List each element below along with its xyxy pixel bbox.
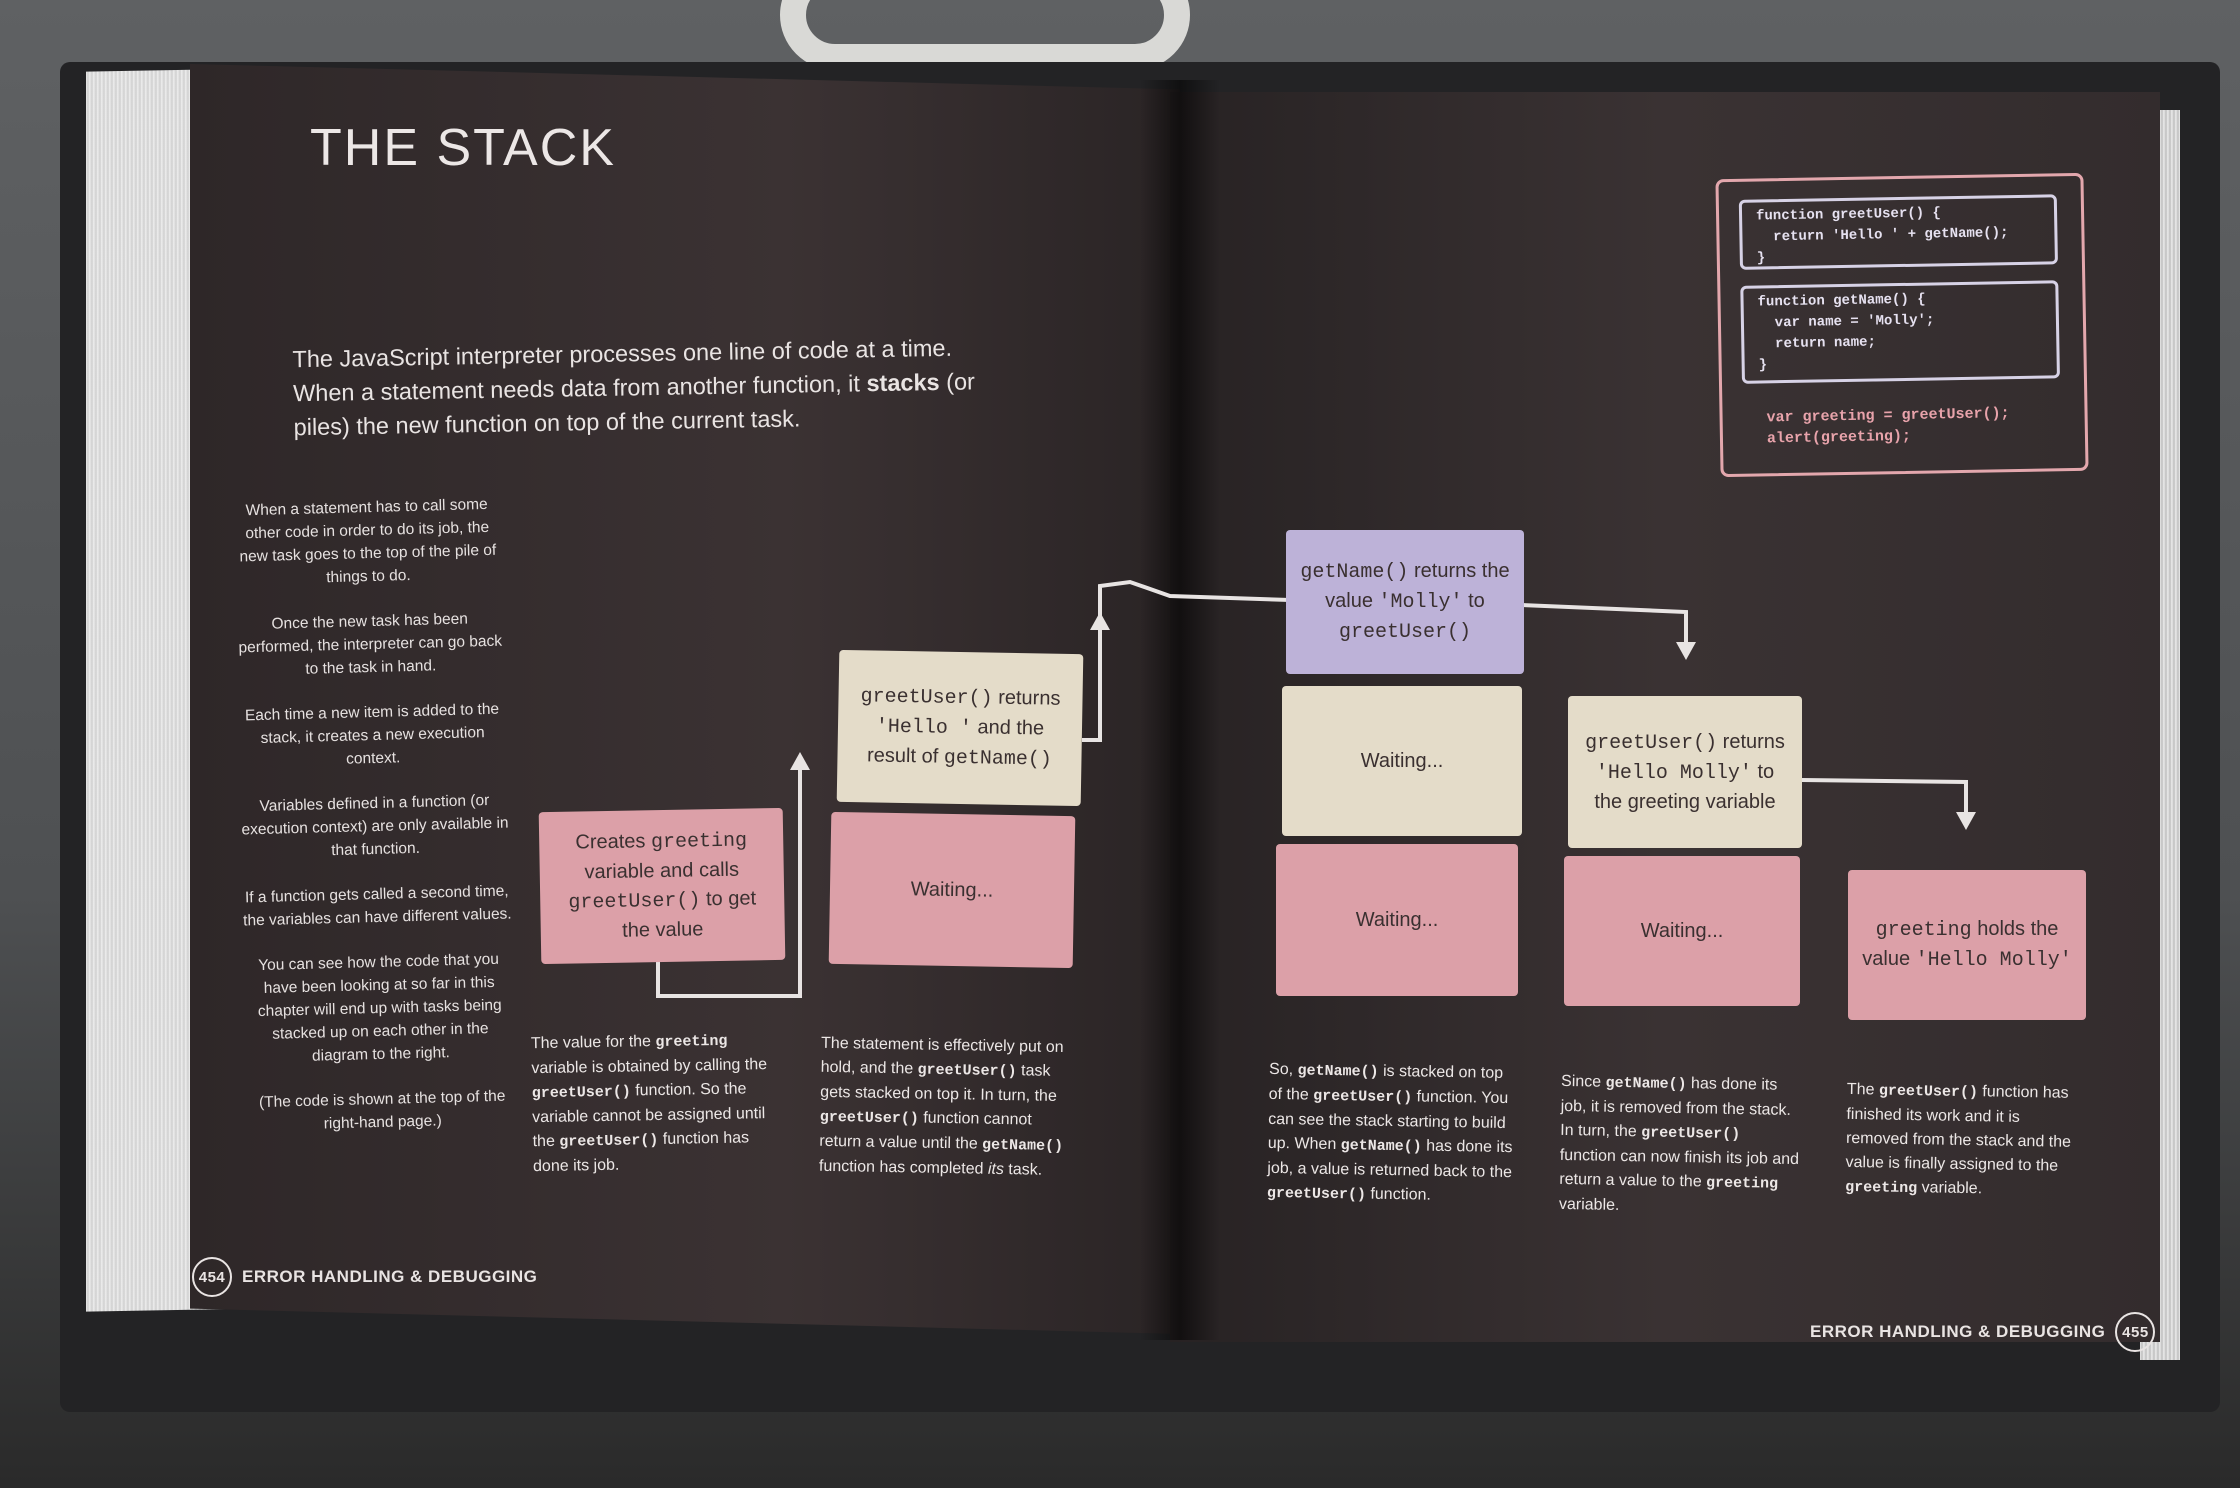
caption-text: The (1846, 1080, 1880, 1099)
caption-step2: The statement is effectively put on hold… (819, 1032, 1074, 1183)
step4-text-b: to the greeting variable (1594, 760, 1776, 813)
caption-text: task. (1003, 1161, 1043, 1179)
step1-mono-greetuser: greetUser() (568, 889, 701, 915)
footer-label-left: ERROR HANDLING & DEBUGGING (242, 1267, 538, 1286)
step2-waiting-label: Waiting... (910, 877, 994, 902)
footer-right: ERROR HANDLING & DEBUGGING 455 (1810, 1312, 2156, 1352)
step2-top-box: greetUser() returns 'Hello ' and the res… (836, 649, 1084, 807)
book-gutter (1140, 80, 1220, 1340)
step3-mono-1: getName() (1300, 561, 1409, 584)
caption-code: greetUser() (1312, 1087, 1413, 1107)
step3-top-box: getName() returns the value 'Molly' to g… (1286, 530, 1524, 674)
step3-text-b: to (1462, 590, 1485, 612)
step2-mono-3: getName() (943, 746, 1053, 772)
arrow-step2-to-step3 (1098, 579, 1291, 618)
step3-waiting-bottom: Waiting... (1355, 908, 1439, 931)
page-number-right: 455 (2115, 1312, 2156, 1352)
step4-top-text: greetUser() returns 'Hello Molly' to the… (1582, 728, 1788, 817)
arrowhead (1956, 812, 1976, 830)
step3-mono-3: greetUser() (1338, 621, 1472, 644)
arrow-step1-to-step2 (656, 760, 802, 998)
step1-mono-greeting: greeting (650, 829, 748, 855)
page-title: THE STACK (310, 119, 616, 177)
step1-box: Creates greeting variable and calls gree… (538, 807, 786, 965)
caption-step4: Since getName() has done its job, it is … (1559, 1070, 1802, 1221)
step5-text-a: holds the value (1862, 918, 2059, 970)
arrow-step3-to-step4 (1521, 603, 1688, 650)
arrowhead (1676, 642, 1696, 660)
caption-code: getName() (981, 1136, 1064, 1156)
step3-waiting-middle: Waiting... (1360, 749, 1444, 772)
step1-text: Creates greeting variable and calls gree… (553, 825, 771, 947)
step4-waiting-label: Waiting... (1640, 919, 1724, 942)
step1-text-a: Creates (575, 830, 652, 854)
footer-left: 454 ERROR HANDLING & DEBUGGING (192, 1257, 537, 1297)
caption-step5: The greetUser() function has finished it… (1845, 1078, 2087, 1204)
step3-middle-box: Waiting... (1282, 686, 1522, 836)
step3-text-a: returns the value (1325, 560, 1510, 612)
step5-mono-1: greeting (1875, 919, 1972, 942)
arrow-step4-to-step5 (1801, 778, 1968, 820)
arrowhead (1090, 612, 1110, 630)
caption-code: greetUser() (1878, 1082, 1979, 1102)
caption-code: getName() (1340, 1137, 1422, 1156)
caption-code: greeting (1845, 1178, 1918, 1198)
caption-step1: The value for the greeting variable is o… (531, 1028, 784, 1179)
step2-top-text: greetUser() returns 'Hello ' and the res… (851, 681, 1069, 775)
caption-code: getName() (1297, 1062, 1379, 1081)
caption-text: variable is obtained by calling the (531, 1056, 768, 1078)
caption-code: greetUser() (819, 1108, 919, 1128)
step2-text-a: returns (992, 686, 1061, 710)
caption-text: Since (1560, 1072, 1606, 1091)
caption-code: greetUser() (1641, 1124, 1741, 1144)
step2-mono-2: 'Hello ' (875, 715, 973, 741)
caption-text: So, (1268, 1060, 1298, 1079)
caption-code: getName() (1605, 1074, 1687, 1094)
step4-mono-2: 'Hello Molly' (1595, 761, 1752, 785)
step5-box: greeting holds the value 'Hello Molly' (1848, 870, 2086, 1020)
caption-italic: its (987, 1160, 1005, 1179)
footer-label-right: ERROR HANDLING & DEBUGGING (1810, 1322, 2106, 1341)
arrow-step2-up (1082, 620, 1102, 742)
caption-text: variable. (1917, 1179, 1983, 1198)
step4-text-a: returns (1717, 730, 1785, 753)
caption-text: function has completed (818, 1157, 989, 1178)
step4-mono-1: greetUser() (1585, 731, 1718, 755)
step3-bottom-box: Waiting... (1276, 844, 1518, 996)
caption-text: variable. (1558, 1195, 1620, 1214)
step2-mono-1: greetUser() (860, 685, 993, 711)
arrowhead (790, 752, 810, 770)
step2-waiting-box: Waiting... (828, 811, 1076, 969)
step4-top-box: greetUser() returns 'Hello Molly' to the… (1568, 696, 1802, 848)
page-number-left: 454 (192, 1257, 232, 1297)
caption-code: greeting (655, 1032, 728, 1052)
step4-waiting-box: Waiting... (1564, 856, 1800, 1006)
caption-code: greetUser() (559, 1131, 659, 1151)
step5-mono-2: 'Hello Molly' (1915, 949, 2072, 972)
caption-code: greetUser() (1266, 1184, 1367, 1204)
caption-code: greetUser() (917, 1061, 1017, 1081)
step3-mono-2: 'Molly' (1378, 591, 1463, 614)
caption-text: function. (1365, 1185, 1432, 1204)
step5-text: greeting holds the value 'Hello Molly' (1862, 915, 2072, 975)
step1-text-b: variable and calls (584, 858, 740, 884)
caption-code: greetUser() (531, 1083, 631, 1103)
caption-text: The value for the (530, 1033, 656, 1053)
caption-code: greeting (1705, 1174, 1779, 1193)
caption-step3: So, getName() is stacked on top of the g… (1267, 1058, 1518, 1210)
step3-top-text: getName() returns the value 'Molly' to g… (1300, 557, 1510, 647)
